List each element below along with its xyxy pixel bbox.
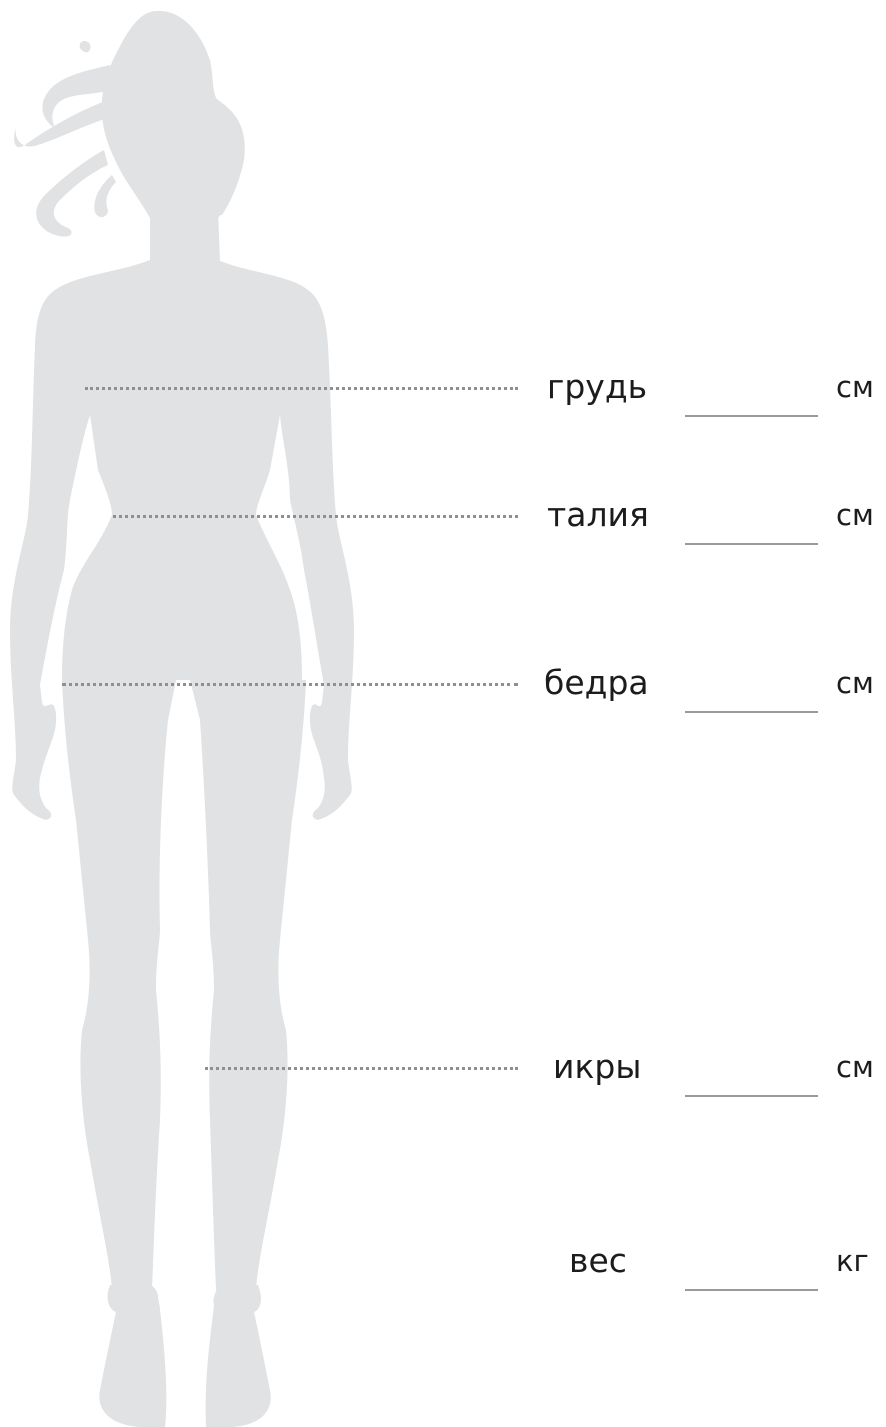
hair-curl [14, 100, 108, 147]
hair-curl [94, 175, 116, 217]
head-shape [130, 125, 237, 218]
waist-input[interactable] [685, 527, 818, 545]
waist-guide-line [113, 515, 518, 518]
chest-guide-line [85, 387, 518, 390]
weight-label: вес [569, 1231, 627, 1291]
weight-input[interactable] [685, 1273, 818, 1291]
foot-shape [206, 1285, 271, 1427]
hair-curl [80, 41, 91, 52]
calves-row: икры см [0, 1037, 886, 1097]
legs-shape [62, 680, 176, 1290]
weight-row: вес кг [0, 1231, 886, 1291]
chest-unit: см [836, 357, 874, 417]
calves-guide-line [205, 1067, 518, 1070]
hips-unit: см [836, 653, 874, 713]
calves-unit: см [836, 1037, 874, 1097]
neck-shape [150, 210, 220, 262]
legs-shape [190, 680, 306, 1290]
waist-label: талия [547, 485, 649, 545]
hips-row: бедра см [0, 653, 886, 713]
chest-row: грудь см [0, 357, 886, 417]
weight-unit: кг [836, 1231, 869, 1291]
calves-label: икры [553, 1037, 641, 1097]
waist-row: талия см [0, 485, 886, 545]
hair-curl [36, 150, 108, 237]
waist-unit: см [836, 485, 874, 545]
chest-label: грудь [547, 357, 647, 417]
foot-shape [99, 1285, 166, 1427]
calves-input[interactable] [685, 1079, 818, 1097]
chest-input[interactable] [685, 399, 818, 417]
hips-label: бедра [544, 653, 649, 713]
hips-guide-line [62, 683, 518, 686]
hips-input[interactable] [685, 695, 818, 713]
